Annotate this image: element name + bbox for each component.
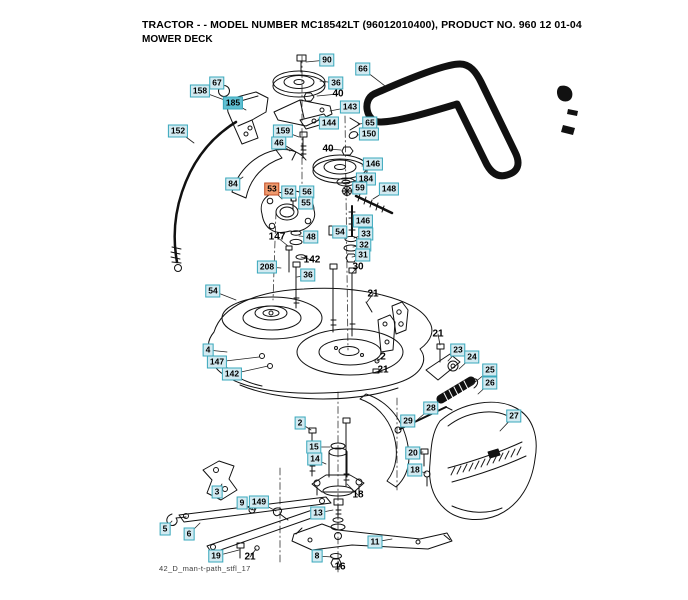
drawing-code: 42_D_man-t-path_stfl_17 — [159, 564, 251, 573]
mandrel-column — [285, 117, 394, 337]
deflector-cover — [429, 401, 537, 521]
mandrel-housing — [260, 190, 316, 233]
page-edge-fragments — [556, 85, 578, 135]
idler-bracket-column — [272, 54, 333, 159]
page-title: TRACTOR - - MODEL NUMBER MC18542LT (9601… — [142, 19, 582, 31]
centerlines — [272, 55, 398, 573]
page-header: TRACTOR - - MODEL NUMBER MC18542LT (9601… — [142, 19, 582, 45]
lower-left-brackets — [166, 460, 332, 559]
spindle-assembly — [308, 417, 365, 497]
idler-arm-spring — [425, 343, 479, 405]
belt-drawing — [363, 60, 522, 180]
blade-group — [291, 498, 453, 568]
cable-bracket-group — [170, 85, 269, 272]
brake-arm-group — [231, 145, 307, 199]
page-subtitle: MOWER DECK — [142, 34, 213, 45]
deck-shell — [207, 287, 433, 400]
support-strut — [359, 393, 431, 488]
